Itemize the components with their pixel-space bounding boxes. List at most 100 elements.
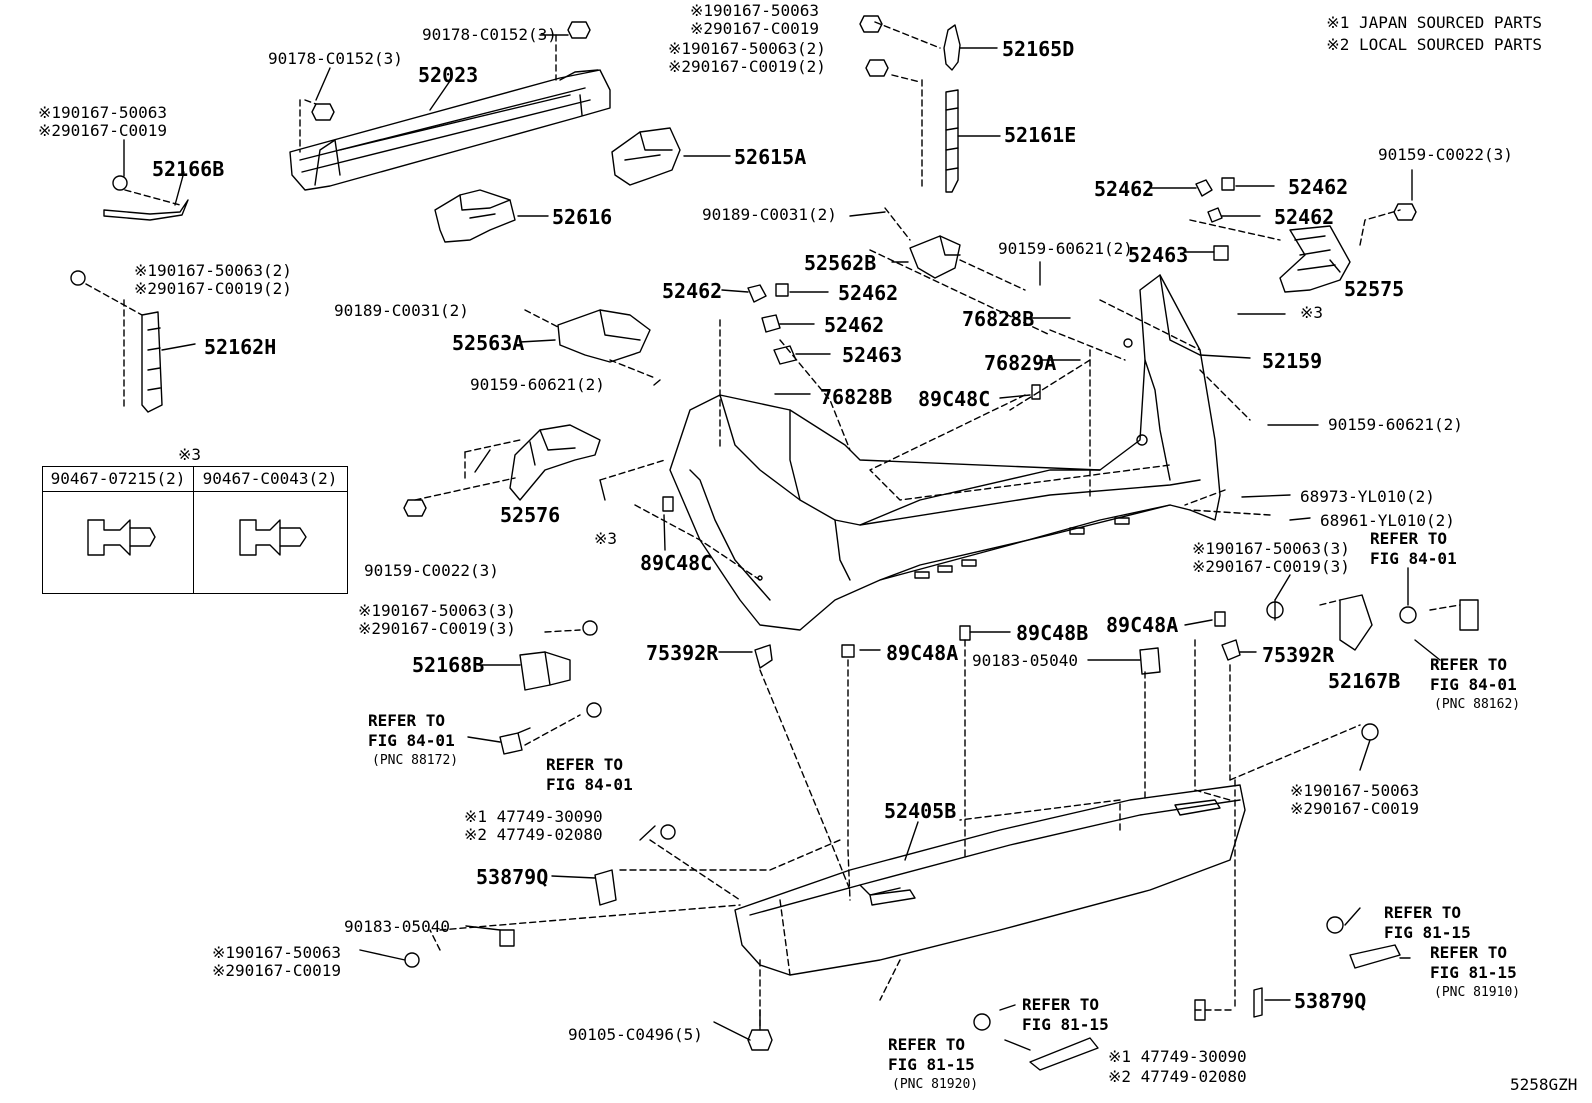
note-52168b-japan[interactable]: ※190167-50063(3): [358, 601, 516, 620]
note-47749-japan-left[interactable]: ※1 47749-30090: [464, 807, 603, 826]
note-top-local[interactable]: ※290167-C0019: [690, 19, 819, 38]
note-52162h-japan[interactable]: ※190167-50063(2): [134, 261, 292, 280]
refer-81-15-c-line1[interactable]: REFER TO: [1022, 995, 1100, 1014]
refer-84-01-mid-line2[interactable]: FIG 84-01: [546, 775, 633, 794]
part-90105-c0496[interactable]: 90105-C0496(5): [568, 1025, 703, 1044]
note-top2-local[interactable]: ※290167-C0019(2): [668, 57, 826, 76]
part-52462-a[interactable]: 52462: [662, 279, 723, 303]
refer-81-15-b-line1[interactable]: REFER TO: [1430, 943, 1508, 962]
refer-84-01-left-line1[interactable]: REFER TO: [368, 711, 446, 730]
part-90189-c0031-lower[interactable]: 90189-C0031(2): [334, 301, 469, 320]
part-90178-c0152-top[interactable]: 90178-C0152(3): [422, 25, 557, 44]
note-lower-left-local[interactable]: ※290167-C0019: [212, 961, 341, 980]
refer-84-01-left-line2[interactable]: FIG 84-01: [368, 731, 455, 750]
note-52166b-local[interactable]: ※290167-C0019: [38, 121, 167, 140]
part-90189-c0031-upper[interactable]: 90189-C0031(2): [702, 205, 837, 224]
part-89c48a-right[interactable]: 89C48A: [1106, 613, 1179, 637]
refer-81-15-b-pnc[interactable]: (PNC 81910): [1434, 985, 1521, 1000]
note-52162h-local[interactable]: ※290167-C0019(2): [134, 279, 292, 298]
refer-81-15-b-line2[interactable]: FIG 81-15: [1430, 963, 1517, 982]
part-52462-c[interactable]: 52462: [824, 313, 885, 337]
part-75392r-right[interactable]: 75392R: [1262, 643, 1335, 667]
note-47749-local-left[interactable]: ※2 47749-02080: [464, 825, 603, 844]
part-52162h[interactable]: 52162H: [204, 335, 277, 359]
note-top2-japan[interactable]: ※190167-50063(2): [668, 39, 826, 58]
part-52168b[interactable]: 52168B: [412, 653, 485, 677]
refer-84-01-mid-line1[interactable]: REFER TO: [546, 755, 624, 774]
refer-84-01-left-pnc[interactable]: (PNC 88172): [372, 753, 459, 768]
refer-81-15-d-pnc[interactable]: (PNC 81920): [892, 1077, 979, 1092]
part-52159[interactable]: 52159: [1262, 349, 1323, 373]
part-52167b[interactable]: 52167B: [1328, 669, 1401, 693]
part-68961-yl010[interactable]: 68961-YL010(2): [1320, 511, 1455, 530]
part-89c48c-upper[interactable]: 89C48C: [918, 387, 991, 411]
note-right-japan[interactable]: ※190167-50063(3): [1192, 539, 1350, 558]
bracket-52563a: [524, 309, 656, 379]
part-90183-05040-upper[interactable]: 90183-05040: [972, 651, 1078, 670]
note-52166b-japan[interactable]: ※190167-50063: [38, 103, 167, 122]
lower-garnish-52405b: [734, 784, 1246, 976]
note-lower-right-japan[interactable]: ※190167-50063: [1290, 781, 1419, 800]
note-52168b-local[interactable]: ※290167-C0019(3): [358, 619, 516, 638]
refer-81-15-a-line2[interactable]: FIG 81-15: [1384, 923, 1471, 942]
part-52562b[interactable]: 52562B: [804, 251, 877, 275]
part-76828b-left[interactable]: 76828B: [820, 385, 893, 409]
refer-81-15-d-line2[interactable]: FIG 81-15: [888, 1055, 975, 1074]
part-52576[interactable]: 52576: [500, 503, 561, 527]
refer-84-01-top-line2[interactable]: FIG 84-01: [1370, 549, 1457, 568]
note-right-local[interactable]: ※290167-C0019(3): [1192, 557, 1350, 576]
part-52563a[interactable]: 52563A: [452, 331, 525, 355]
part-52405b[interactable]: 52405B: [884, 799, 957, 823]
part-52161e[interactable]: 52161E: [1004, 123, 1077, 147]
part-90159-60621-left[interactable]: 90159-60621(2): [470, 375, 605, 394]
part-52023[interactable]: 52023: [418, 63, 479, 87]
part-52463-b[interactable]: 52463: [1128, 243, 1189, 267]
part-53879q-right[interactable]: 53879Q: [1294, 989, 1367, 1013]
part-68973-yl010[interactable]: 68973-YL010(2): [1300, 487, 1435, 506]
note-lower-left-japan[interactable]: ※190167-50063: [212, 943, 341, 962]
clip-mark-3-right[interactable]: ※3: [1300, 303, 1324, 322]
part-76829a[interactable]: 76829A: [984, 351, 1057, 375]
clip-mark-3-left[interactable]: ※3: [594, 529, 618, 548]
part-52616[interactable]: 52616: [552, 205, 613, 229]
part-89c48b[interactable]: 89C48B: [1016, 621, 1089, 645]
refer-84-01-right-line1[interactable]: REFER TO: [1430, 655, 1508, 674]
part-52463-a[interactable]: 52463: [842, 343, 903, 367]
part-52166b[interactable]: 52166B: [152, 157, 225, 181]
part-52615a[interactable]: 52615A: [734, 145, 807, 169]
part-76828b-right[interactable]: 76828B: [962, 307, 1035, 331]
bracket-52615a: [611, 127, 681, 186]
note-top-japan[interactable]: ※190167-50063: [690, 1, 819, 20]
refer-84-01-right-line2[interactable]: FIG 84-01: [1430, 675, 1517, 694]
part-90159-c0022-left[interactable]: 90159-C0022(3): [364, 561, 499, 580]
refer-81-15-a-line1[interactable]: REFER TO: [1384, 903, 1462, 922]
note-47749-japan-right[interactable]: ※1 47749-30090: [1108, 1047, 1247, 1066]
part-89c48c-lower[interactable]: 89C48C: [640, 551, 713, 575]
refer-84-01-top-line1[interactable]: REFER TO: [1370, 529, 1448, 548]
part-53879q-left[interactable]: 53879Q: [476, 865, 549, 889]
note-47749-local-right[interactable]: ※2 47749-02080: [1108, 1067, 1247, 1086]
part-52165d[interactable]: 52165D: [1002, 37, 1075, 61]
part-52575[interactable]: 52575: [1344, 277, 1405, 301]
part-52462-d[interactable]: 52462: [1094, 177, 1155, 201]
part-89c48a-left[interactable]: 89C48A: [886, 641, 959, 665]
clip-part-90467-c0043[interactable]: 90467-C0043(2): [202, 469, 338, 488]
part-52462-f[interactable]: 52462: [1274, 205, 1335, 229]
part-90178-c0152-left[interactable]: 90178-C0152(3): [268, 49, 403, 68]
note-lower-right-local[interactable]: ※290167-C0019: [1290, 799, 1419, 818]
part-90159-60621-upper[interactable]: 90159-60621(2): [998, 239, 1133, 258]
part-52462-b[interactable]: 52462: [838, 281, 899, 305]
bracket-52562b: [884, 207, 1026, 291]
bracket-52576: [403, 424, 601, 517]
part-90159-60621-right[interactable]: 90159-60621(2): [1328, 415, 1463, 434]
refer-84-01-right-pnc[interactable]: (PNC 88162): [1434, 697, 1521, 712]
part-90183-05040-lower[interactable]: 90183-05040: [344, 917, 450, 936]
bracket-52575: [1189, 203, 1417, 293]
part-90159-c0022-right[interactable]: 90159-C0022(3): [1378, 145, 1513, 164]
refer-81-15-d-line1[interactable]: REFER TO: [888, 1035, 966, 1054]
refer-81-15-c-line2[interactable]: FIG 81-15: [1022, 1015, 1109, 1034]
part-52462-e[interactable]: 52462: [1288, 175, 1349, 199]
clip-part-90467-07215[interactable]: 90467-07215(2): [43, 467, 194, 491]
part-75392r-left[interactable]: 75392R: [646, 641, 719, 665]
